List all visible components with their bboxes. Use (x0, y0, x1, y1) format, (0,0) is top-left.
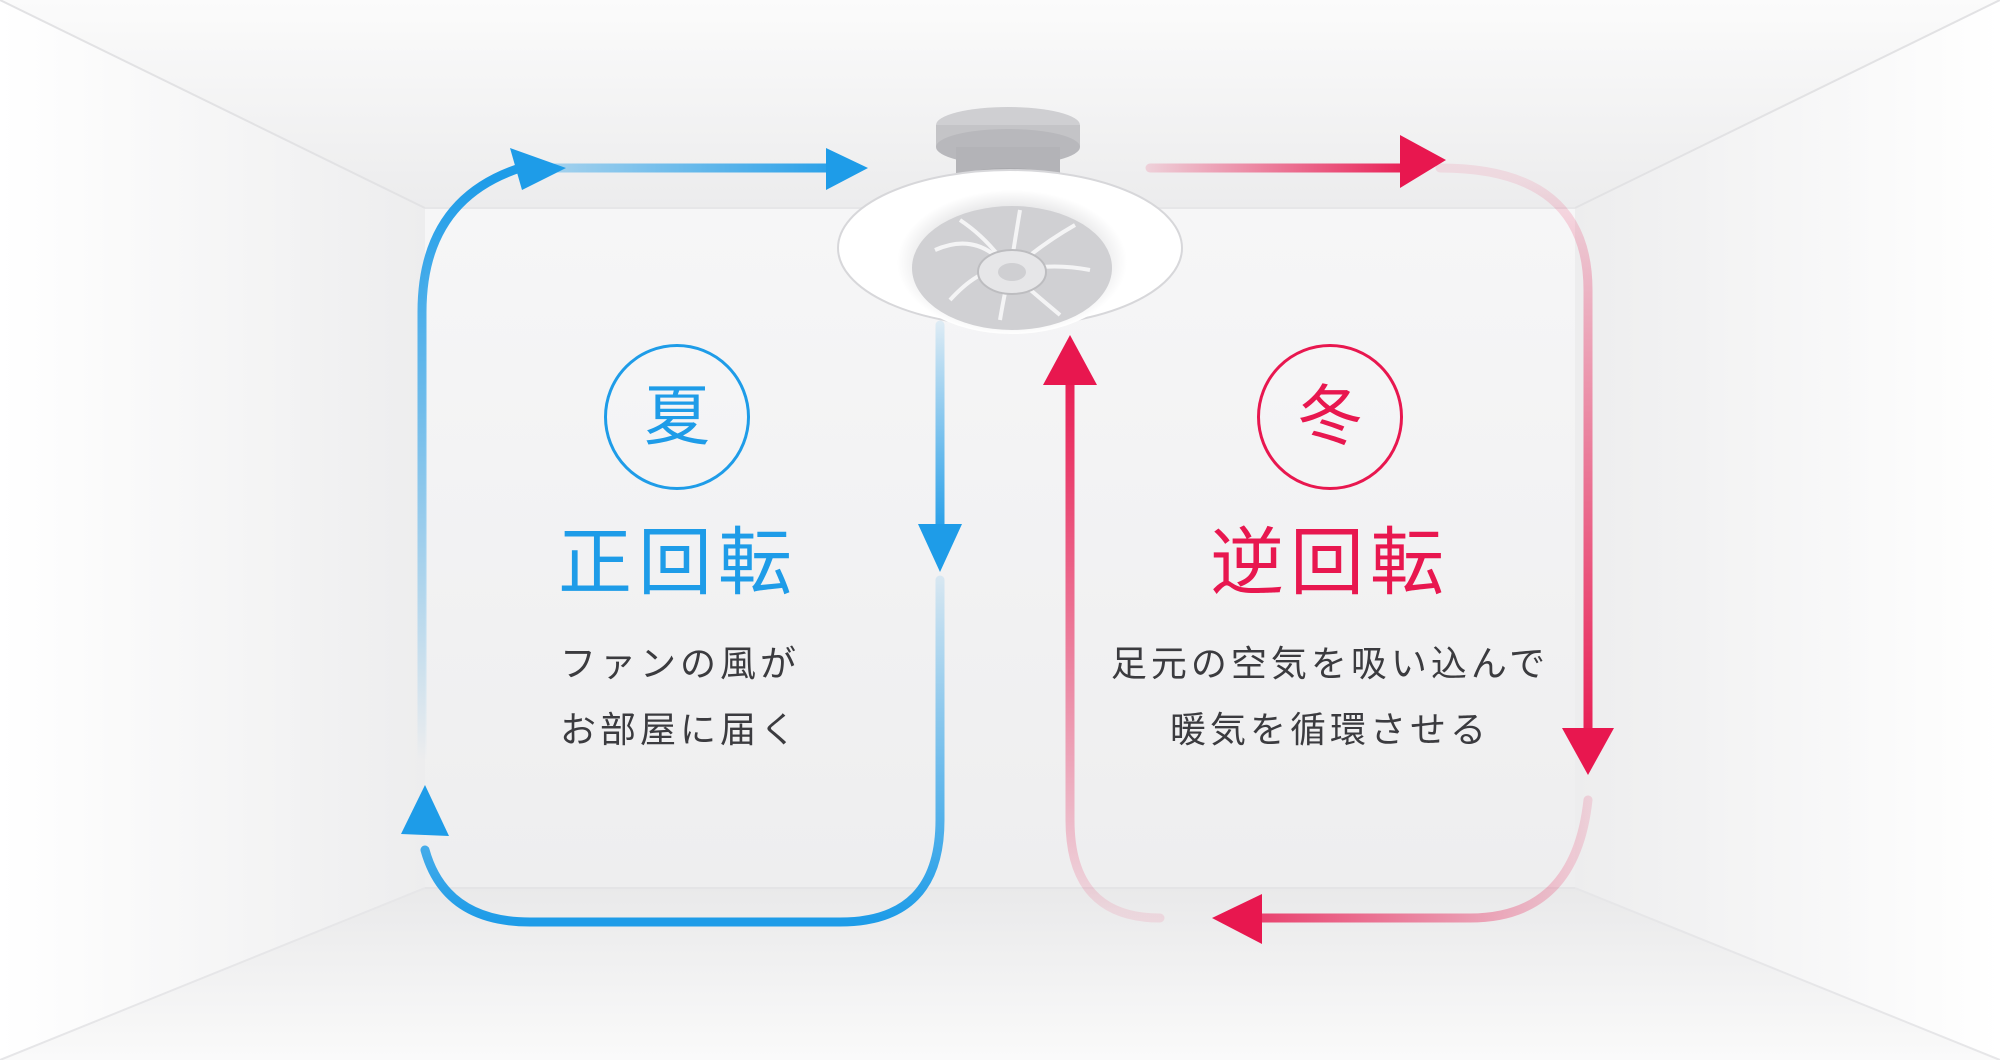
summer-season-char: 夏 (644, 378, 710, 455)
summer-description: ファンの風が お部屋に届く (460, 632, 900, 764)
summer-airflow-loop (417, 163, 945, 927)
arrow-head-icon (1562, 728, 1614, 775)
winter-mode-title: 逆回転 (1210, 520, 1450, 606)
winter-description: 足元の空気を吸い込んで 暖気を循環させる (1060, 632, 1600, 764)
ceiling-fan-icon (837, 107, 1183, 334)
summer-description-line: お部屋に届く (559, 710, 800, 751)
summer-flow-return (420, 575, 945, 927)
winter-arrow-heads (1043, 135, 1614, 944)
arrow-head-icon (1043, 335, 1097, 385)
arrow-head-icon (510, 148, 566, 190)
winter-season-badge: 冬 (1257, 344, 1403, 490)
arrow-head-icon (918, 524, 962, 572)
arrow-head-icon (826, 148, 868, 190)
winter-airflow-loop (1065, 163, 1593, 923)
arrow-head-icon (1212, 894, 1262, 944)
summer-mode-title: 正回転 (558, 520, 798, 606)
summer-description-line: ファンの風が (559, 644, 800, 685)
arrow-head-icon (401, 785, 449, 836)
winter-season-char: 冬 (1297, 378, 1363, 455)
winter-flow-bottom (1245, 795, 1593, 923)
summer-season-badge: 夏 (604, 344, 750, 490)
winter-flow-up (1065, 375, 1165, 923)
arrow-head-icon (1400, 135, 1446, 188)
winter-flow-right (1435, 163, 1593, 745)
winter-description-line: 足元の空気を吸い込んで (1110, 644, 1550, 685)
summer-arrow-heads (401, 148, 962, 836)
summer-flow-left (417, 163, 525, 775)
winter-description-line: 暖気を循環させる (1169, 710, 1490, 751)
